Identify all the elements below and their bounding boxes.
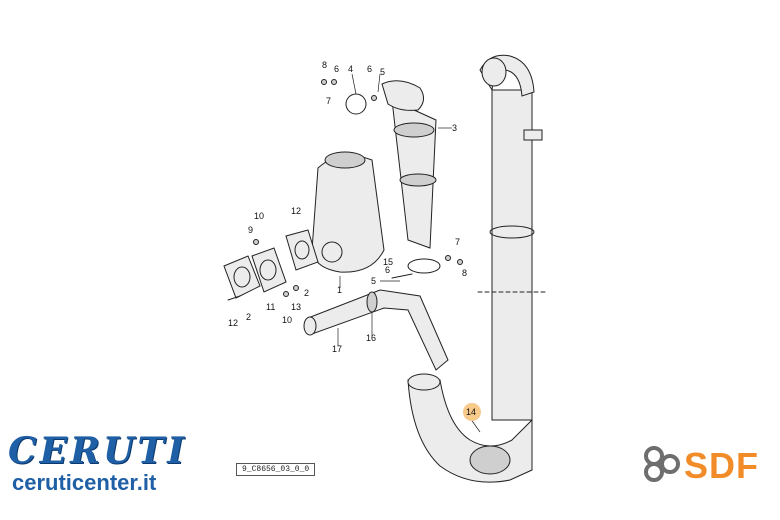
callout-15: 15 [383, 257, 393, 267]
callout-7b: 7 [455, 237, 460, 247]
callout-highlight [463, 403, 481, 421]
callout-17: 17 [332, 344, 342, 354]
callout-7a: 7 [326, 96, 331, 106]
callout-labels: 1 2 2 3 4 5 5 6 6 6 7 7 8 8 9 10 10 11 1… [228, 60, 476, 417]
callout-8b: 8 [462, 268, 467, 278]
tailpipe [477, 54, 549, 421]
callout-2b: 2 [304, 288, 309, 298]
sdf-logo-text: SDF [684, 445, 759, 486]
elbow-pipe [407, 373, 533, 483]
callout-6a: 6 [334, 64, 339, 74]
callout-11: 11 [266, 302, 275, 312]
callout-16: 16 [366, 333, 376, 343]
sdf-logo-mark [644, 446, 680, 482]
callout-14: 14 [466, 407, 476, 417]
callout-9: 9 [248, 225, 253, 235]
callout-12b: 12 [228, 318, 238, 328]
connecting-pipe [303, 289, 449, 371]
silencer [311, 151, 385, 273]
flex-pipe [381, 80, 437, 249]
callout-10a: 10 [254, 211, 264, 221]
callout-12a: 12 [291, 206, 301, 216]
sdf-logo: SDF [684, 445, 759, 487]
callout-5b: 5 [371, 276, 376, 286]
callout-5a: 5 [380, 67, 385, 77]
callout-4: 4 [348, 64, 353, 74]
ceruti-url: ceruticenter.it [12, 470, 157, 495]
callout-8a: 8 [322, 60, 327, 70]
callout-1: 1 [337, 285, 342, 295]
callout-6b: 6 [367, 64, 372, 74]
fasteners [227, 79, 463, 301]
callout-10b: 10 [282, 315, 292, 325]
drawing-code: 9_C8656_03_0_0 [236, 463, 316, 476]
callout-2a: 2 [246, 312, 251, 322]
ceruti-logo: CERUTI [8, 430, 188, 472]
callout-6c: 6 [385, 265, 390, 275]
gaskets [223, 229, 319, 299]
callout-3: 3 [452, 123, 457, 133]
callout-13: 13 [291, 302, 301, 312]
